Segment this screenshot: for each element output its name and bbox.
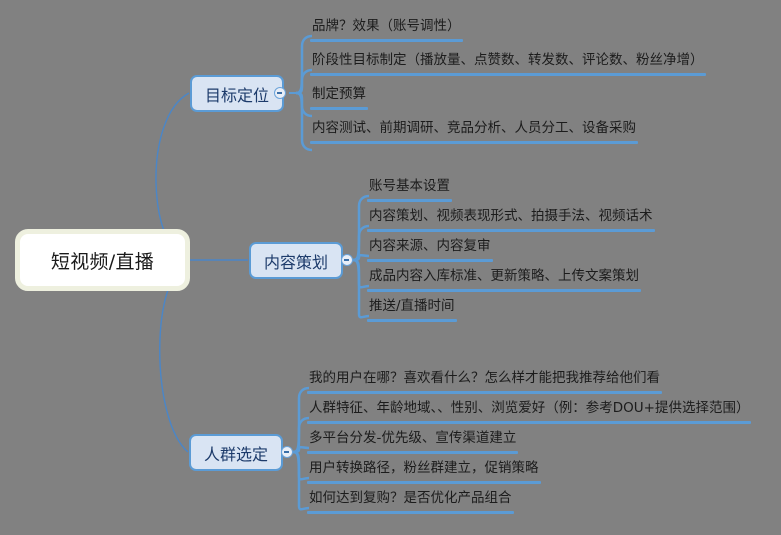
- leaf-item[interactable]: 人群特征、年龄地域、、性别、浏览爱好（例：参考DOU+提供选择范围）: [307, 399, 751, 424]
- collapse-minus-icon-branch-1[interactable]: [274, 87, 286, 99]
- leaf-item-underline: [307, 421, 751, 424]
- branch-node-label: 内容策划: [264, 252, 329, 272]
- leaf-item[interactable]: 如何达到复购？是否优化产品组合: [307, 489, 514, 514]
- branch-node-target-positioning[interactable]: 目标定位: [190, 75, 285, 112]
- leaf-item-underline: [310, 107, 368, 110]
- collapse-minus-icon-branch-3[interactable]: [281, 446, 293, 458]
- root-node[interactable]: 短视频/直播: [15, 229, 190, 291]
- leaf-item-label: 成品内容入库标准、更新策略、上传文案策划: [369, 268, 639, 284]
- leaf-item[interactable]: 品牌？效果（账号调性）: [310, 17, 463, 42]
- leaf-item-label: 账号基本设置: [369, 178, 450, 194]
- leaf-item-label: 内容策划、视频表现形式、拍摄手法、视频话术: [369, 208, 653, 224]
- branch-node-label: 目标定位: [205, 85, 270, 105]
- leaf-item[interactable]: 内容来源、内容复审: [367, 237, 493, 262]
- leaf-item[interactable]: 成品内容入库标准、更新策略、上传文案策划: [367, 267, 641, 292]
- leaf-item-label: 如何达到复购？是否优化产品组合: [309, 490, 512, 506]
- leaf-item[interactable]: 用户转换路径，粉丝群建立，促销策略: [307, 459, 541, 484]
- leaf-item-underline: [310, 39, 463, 42]
- leaf-item[interactable]: 我的用户在哪？喜欢看什么？怎么样才能把我推荐给他们看: [307, 369, 662, 394]
- leaf-item-underline: [307, 391, 662, 394]
- leaf-item-label: 用户转换路径，粉丝群建立，促销策略: [309, 460, 539, 476]
- leaf-item-underline: [367, 289, 641, 292]
- leaf-item[interactable]: 阶段性目标制定（播放量、点赞数、转发数、评论数、粉丝净增）: [310, 51, 706, 76]
- leaf-item-underline: [367, 259, 493, 262]
- leaf-item-label: 推送/直播时间: [369, 298, 455, 314]
- leaf-item-label: 多平台分发-优先级、宣传渠道建立: [309, 430, 517, 446]
- leaf-item-underline: [310, 73, 706, 76]
- leaf-item-underline: [310, 141, 638, 144]
- leaf-item[interactable]: 内容测试、前期调研、竞品分析、人员分工、设备采购: [310, 119, 638, 144]
- branch-node-label: 人群选定: [204, 444, 269, 464]
- root-node-label: 短视频/直播: [50, 250, 155, 273]
- leaf-item-underline: [367, 319, 457, 322]
- leaf-item[interactable]: 推送/直播时间: [367, 297, 457, 322]
- leaf-item[interactable]: 多平台分发-优先级、宣传渠道建立: [307, 429, 518, 454]
- leaf-item-label: 人群特征、年龄地域、、性别、浏览爱好（例：参考DOU+提供选择范围）: [309, 400, 750, 416]
- leaf-item-label: 阶段性目标制定（播放量、点赞数、转发数、评论数、粉丝净增）: [312, 52, 704, 68]
- branch-node-audience-selection[interactable]: 人群选定: [189, 434, 284, 471]
- leaf-item-label: 制定预算: [312, 86, 366, 102]
- leaf-item[interactable]: 内容策划、视频表现形式、拍摄手法、视频话术: [367, 207, 655, 232]
- leaf-item-underline: [307, 511, 514, 514]
- leaf-item-underline: [367, 199, 452, 202]
- leaf-item-underline: [367, 229, 655, 232]
- leaf-item-underline: [307, 451, 518, 454]
- leaf-item-label: 内容测试、前期调研、竞品分析、人员分工、设备采购: [312, 120, 636, 136]
- leaf-item-label: 我的用户在哪？喜欢看什么？怎么样才能把我推荐给他们看: [309, 370, 660, 386]
- leaf-item-label: 内容来源、内容复审: [369, 238, 491, 254]
- branch-node-content-planning[interactable]: 内容策划: [249, 242, 344, 279]
- leaf-item-underline: [307, 481, 541, 484]
- leaf-item-label: 品牌？效果（账号调性）: [312, 18, 461, 34]
- collapse-minus-icon-branch-2[interactable]: [341, 254, 353, 266]
- leaf-item[interactable]: 账号基本设置: [367, 177, 452, 202]
- leaf-item[interactable]: 制定预算: [310, 85, 368, 110]
